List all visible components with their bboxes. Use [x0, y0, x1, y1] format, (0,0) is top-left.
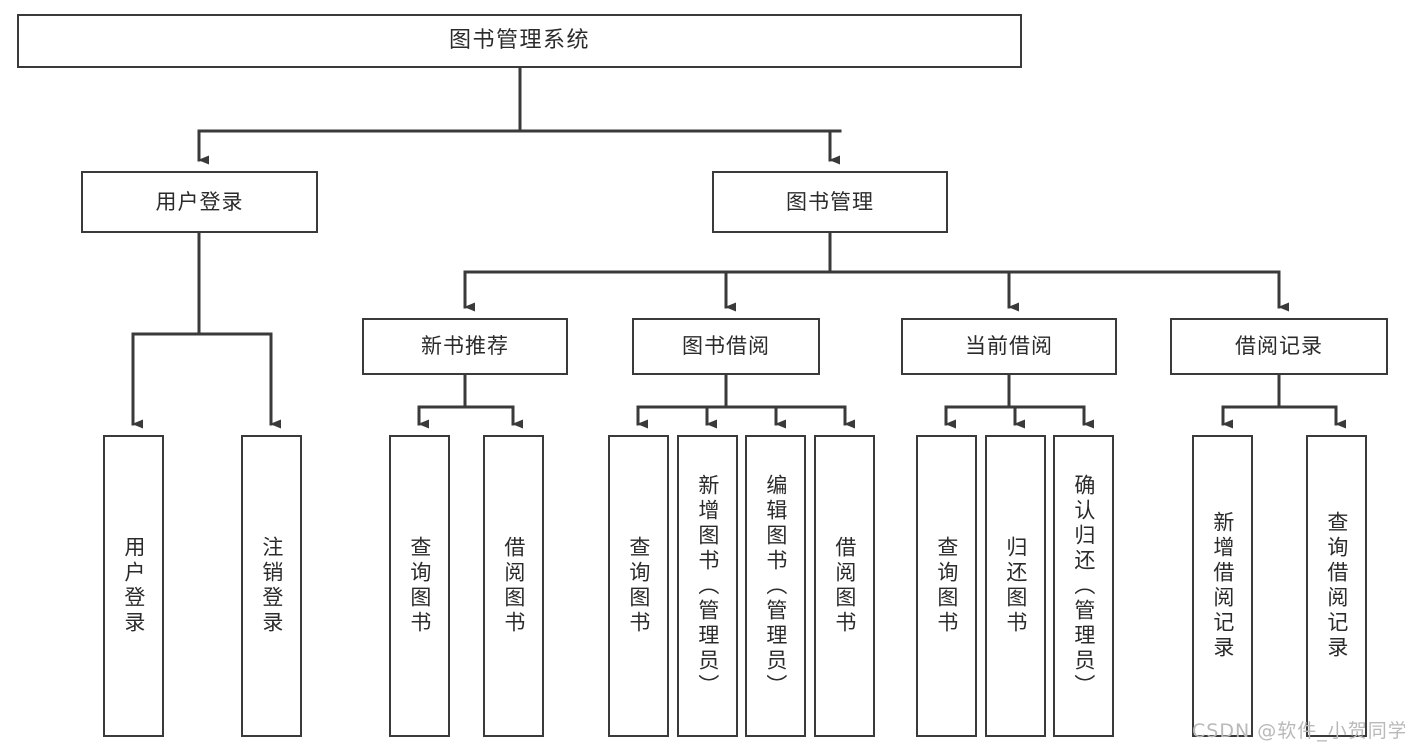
node-label: 借阅记录	[1235, 334, 1323, 359]
leaf-confirm-return[interactable]: 确认归还（管理员）	[1053, 435, 1114, 737]
leaf-edit-book[interactable]: 编辑图书（管理员）	[745, 435, 806, 737]
leaf-logout[interactable]: 注销登录	[241, 435, 302, 737]
node-book-management[interactable]: 图书管理	[712, 171, 948, 233]
node-current-borrow[interactable]: 当前借阅	[901, 318, 1117, 375]
leaf-query-book-3[interactable]: 查询图书	[916, 435, 977, 737]
node-label: 图书管理系统	[448, 28, 590, 54]
leaf-borrow-book-1[interactable]: 借阅图书	[483, 435, 544, 737]
node-label: 用户登录	[121, 536, 146, 636]
node-label: 确认归还（管理员）	[1071, 473, 1096, 699]
leaf-return-book[interactable]: 归还图书	[985, 435, 1046, 737]
leaf-query-book-2[interactable]: 查询图书	[608, 435, 669, 737]
node-label: 用户登录	[155, 189, 244, 214]
node-label: 查询借阅记录	[1324, 511, 1349, 661]
node-new-book-recommend[interactable]: 新书推荐	[362, 318, 568, 375]
node-label: 查询图书	[626, 536, 651, 636]
node-label: 注销登录	[259, 536, 284, 636]
csdn-watermark: CSDN @软件_小贺同学	[1192, 720, 1405, 742]
node-label: 新增借阅记录	[1210, 511, 1235, 661]
leaf-add-book[interactable]: 新增图书（管理员）	[677, 435, 738, 737]
node-label: 图书管理	[786, 189, 874, 214]
leaf-query-book-1[interactable]: 查询图书	[389, 435, 450, 737]
node-label: 编辑图书（管理员）	[763, 473, 788, 699]
node-label: 查询图书	[407, 536, 432, 636]
node-label: 归还图书	[1003, 536, 1028, 636]
node-label: 新增图书（管理员）	[695, 473, 720, 699]
node-label: 新书推荐	[421, 334, 509, 359]
node-book-borrow[interactable]: 图书借阅	[632, 318, 820, 375]
node-label: 查询图书	[934, 536, 959, 636]
node-root-book-management-system[interactable]: 图书管理系统	[17, 14, 1022, 68]
leaf-user-login[interactable]: 用户登录	[103, 435, 164, 737]
leaf-query-record[interactable]: 查询借阅记录	[1306, 435, 1367, 737]
node-label: 图书借阅	[682, 334, 770, 359]
leaf-borrow-book-2[interactable]: 借阅图书	[814, 435, 875, 737]
node-label: 当前借阅	[965, 334, 1053, 359]
node-user-login[interactable]: 用户登录	[81, 171, 318, 233]
node-label: 借阅图书	[501, 536, 526, 636]
node-borrow-record[interactable]: 借阅记录	[1170, 318, 1388, 375]
node-label: 借阅图书	[832, 536, 857, 636]
leaf-add-record[interactable]: 新增借阅记录	[1192, 435, 1253, 737]
